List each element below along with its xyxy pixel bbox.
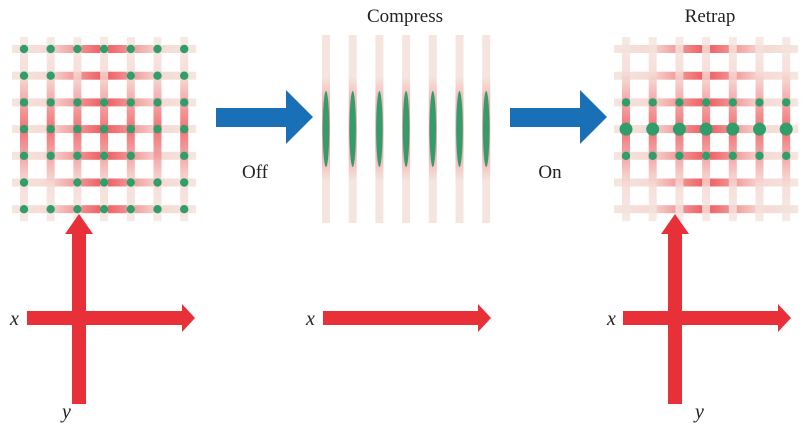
atom bbox=[621, 151, 631, 160]
atom bbox=[46, 98, 55, 107]
compress-title: Compress bbox=[367, 6, 443, 27]
atom-cloud bbox=[429, 91, 436, 167]
atom bbox=[19, 178, 29, 187]
atom bbox=[73, 44, 82, 54]
atom bbox=[19, 205, 29, 214]
atom bbox=[180, 124, 189, 134]
atom bbox=[126, 44, 135, 54]
panel-initial-lattice bbox=[12, 37, 197, 222]
atom-cloud bbox=[322, 91, 330, 167]
atom bbox=[672, 122, 686, 136]
off-label: Off bbox=[242, 162, 269, 183]
atom bbox=[126, 71, 135, 80]
atom bbox=[782, 98, 791, 107]
atom bbox=[99, 178, 109, 187]
atom bbox=[153, 71, 162, 80]
atom bbox=[19, 124, 29, 134]
y-axis-arrow bbox=[65, 214, 93, 404]
atom bbox=[180, 71, 189, 80]
atom bbox=[19, 44, 29, 54]
atom bbox=[755, 98, 764, 107]
y-axis-arrow bbox=[661, 214, 689, 404]
right-arrow-icon bbox=[510, 90, 607, 144]
atom bbox=[701, 98, 711, 107]
atom bbox=[753, 122, 766, 136]
atom bbox=[153, 178, 162, 187]
y-axis-label: y bbox=[60, 401, 71, 423]
atom bbox=[46, 71, 55, 80]
atom bbox=[126, 151, 135, 160]
atom bbox=[755, 151, 764, 160]
x-axis-arrow bbox=[623, 304, 791, 332]
atom-cloud bbox=[483, 91, 490, 167]
x-axis-arrow bbox=[323, 304, 491, 332]
atom bbox=[180, 151, 189, 160]
atom-cloud bbox=[376, 91, 383, 167]
panel-retrapped-lattice bbox=[614, 37, 799, 222]
x-axis-label: x bbox=[9, 308, 19, 330]
atom bbox=[648, 151, 657, 160]
atom bbox=[19, 98, 29, 107]
atom bbox=[619, 122, 633, 136]
x-axis-label: x bbox=[606, 308, 616, 330]
axes-initial: x y bbox=[9, 214, 195, 423]
on-label: On bbox=[538, 162, 562, 183]
atom bbox=[126, 98, 135, 107]
atom bbox=[726, 122, 740, 136]
atom bbox=[782, 151, 791, 160]
atom bbox=[19, 151, 29, 160]
axes-retrap: x y bbox=[606, 214, 791, 423]
atom bbox=[180, 98, 189, 107]
y-axis-label: y bbox=[693, 401, 704, 423]
retrap-title: Retrap bbox=[685, 6, 736, 27]
atom bbox=[779, 122, 793, 136]
atom bbox=[73, 178, 82, 187]
atom bbox=[153, 98, 162, 107]
atom bbox=[99, 151, 109, 160]
atom bbox=[180, 44, 189, 54]
panel-compressed-lattice bbox=[322, 35, 491, 223]
atom bbox=[46, 124, 55, 134]
atom bbox=[46, 151, 55, 160]
atom bbox=[699, 122, 713, 136]
atom bbox=[180, 178, 189, 187]
atom bbox=[728, 98, 737, 107]
x-axis-arrow bbox=[27, 304, 195, 332]
process-arrow-off: Off bbox=[216, 90, 313, 183]
atom-cloud bbox=[349, 91, 356, 167]
atom bbox=[675, 151, 684, 160]
atom bbox=[153, 124, 162, 134]
atom bbox=[19, 71, 29, 80]
atom bbox=[46, 205, 55, 214]
atom bbox=[99, 44, 109, 54]
atom bbox=[153, 44, 162, 54]
atom bbox=[73, 124, 82, 134]
atom bbox=[73, 98, 82, 107]
atom bbox=[701, 151, 711, 160]
atom bbox=[46, 44, 55, 54]
atom bbox=[621, 98, 631, 107]
atom bbox=[126, 205, 135, 214]
atom bbox=[675, 98, 684, 107]
atom bbox=[126, 178, 135, 187]
atom bbox=[648, 98, 657, 107]
right-arrow-icon bbox=[216, 90, 313, 144]
atom bbox=[126, 124, 135, 134]
atom bbox=[73, 205, 82, 214]
atom bbox=[646, 122, 660, 136]
axes-compress: x bbox=[305, 304, 491, 332]
atom-cloud bbox=[456, 91, 463, 167]
atom bbox=[180, 205, 189, 214]
atom bbox=[99, 98, 109, 107]
atom bbox=[99, 205, 109, 214]
atom bbox=[73, 151, 82, 160]
atom bbox=[153, 205, 162, 214]
atom bbox=[99, 124, 109, 134]
x-axis-label: x bbox=[305, 308, 315, 330]
process-arrow-on: On bbox=[510, 90, 607, 183]
atom-cloud bbox=[402, 91, 410, 167]
atom bbox=[728, 151, 737, 160]
